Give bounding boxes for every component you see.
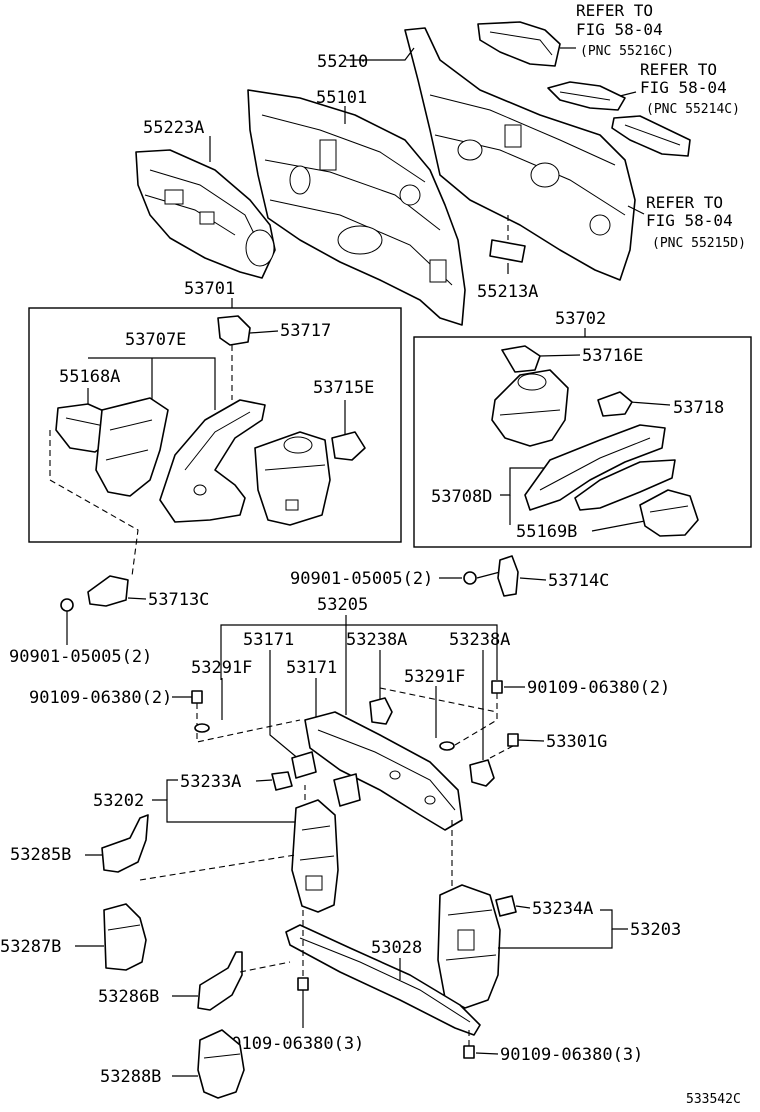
apron-front-53707e-left[interactable] xyxy=(95,397,169,497)
dash-panel-55101[interactable] xyxy=(247,89,466,326)
label-90109-06380-right: 90109-06380(2) xyxy=(527,678,670,698)
bracket-53716e[interactable] xyxy=(501,345,541,373)
apron-front-53708d-lower[interactable] xyxy=(574,459,676,511)
label-90109-06380-lower-left: 90109-06380(3) xyxy=(221,1034,364,1054)
dash-panel-insulator-55223a[interactable] xyxy=(135,149,276,279)
label-55223a: 55223A xyxy=(143,118,204,138)
label-55210: 55210 xyxy=(317,52,368,72)
suspension-tower-53702[interactable] xyxy=(491,369,569,447)
label-53291f-right: 53291F xyxy=(404,667,465,687)
label-53171-lower: 53171 xyxy=(286,658,337,678)
silencer-pad-55213a[interactable] xyxy=(489,239,526,263)
label-55168a: 55168A xyxy=(59,367,120,387)
bracket-53714c[interactable] xyxy=(497,555,519,597)
grommet-53291f-right[interactable] xyxy=(439,741,455,751)
label-53028: 53028 xyxy=(371,938,422,958)
svg-text:FIG 58-04: FIG 58-04 xyxy=(646,211,733,230)
label-53701: 53701 xyxy=(184,279,235,299)
label-53202: 53202 xyxy=(93,791,144,811)
label-53234a: 53234A xyxy=(532,899,593,919)
label-53708d: 53708D xyxy=(431,487,492,507)
ref-part-55216c[interactable] xyxy=(477,21,561,67)
assembly-box-53701 xyxy=(28,307,402,543)
suspension-tower-53715e-mount[interactable] xyxy=(331,431,366,461)
bracket-53238a-right[interactable] xyxy=(469,759,495,787)
svg-text:(PNC 55215D): (PNC 55215D) xyxy=(652,236,746,251)
apron-bracket-55169b[interactable] xyxy=(639,489,699,537)
seal-53286b[interactable] xyxy=(197,951,243,1011)
ref-part-55215d[interactable] xyxy=(611,115,691,157)
label-53233a: 53233A xyxy=(180,772,241,792)
clip-90901-left[interactable] xyxy=(60,598,74,612)
seal-53285b[interactable] xyxy=(101,814,149,873)
label-53714c: 53714C xyxy=(548,571,609,591)
svg-text:REFER TO: REFER TO xyxy=(640,60,717,79)
label-53205: 53205 xyxy=(317,595,368,615)
ref-note-55216c: REFER TO FIG 58-04 (PNC 55216C) xyxy=(576,1,674,59)
label-53716e: 53716E xyxy=(582,346,643,366)
bracket-53713c[interactable] xyxy=(87,575,129,607)
label-53238a-left: 53238A xyxy=(346,630,407,650)
label-55213a: 55213A xyxy=(477,282,538,302)
seal-53287b[interactable] xyxy=(103,903,147,971)
label-55101: 55101 xyxy=(316,88,367,108)
bracket-53718[interactable] xyxy=(597,391,633,417)
diagram-code: 533542C xyxy=(686,1092,741,1107)
bracket-53171-upper[interactable] xyxy=(291,751,317,779)
label-53715e: 53715E xyxy=(313,378,374,398)
label-53301g: 53301G xyxy=(546,732,607,752)
radiator-support-upper-53205[interactable] xyxy=(304,711,463,831)
apron-rail-53708d[interactable] xyxy=(524,424,666,511)
ref-part-55214c[interactable] xyxy=(547,81,626,111)
svg-text:FIG 58-04: FIG 58-04 xyxy=(576,20,663,39)
bolt-90109-lower-left[interactable] xyxy=(297,977,309,991)
label-53203: 53203 xyxy=(630,920,681,940)
label-53285b: 53285B xyxy=(10,845,71,865)
grommet-53291f-left[interactable] xyxy=(194,723,210,733)
label-53702: 53702 xyxy=(555,309,606,329)
bolt-90109-lower-right[interactable] xyxy=(463,1045,475,1059)
radiator-support-side-53203[interactable] xyxy=(437,884,501,1009)
apron-rail-53707e-right[interactable] xyxy=(159,399,266,523)
label-53718: 53718 xyxy=(673,398,724,418)
ref-note-55215d: REFER TO FIG 58-04 (PNC 55215D) xyxy=(646,193,746,251)
bracket-53238a-left[interactable] xyxy=(369,697,393,725)
label-53713c: 53713C xyxy=(148,590,209,610)
svg-text:(PNC 55216C): (PNC 55216C) xyxy=(580,44,674,59)
ref-note-55214c: REFER TO FIG 58-04 (PNC 55214C) xyxy=(640,60,740,117)
label-90109-06380-left: 90109-06380(2) xyxy=(29,688,172,708)
assembly-box-53702 xyxy=(413,336,752,548)
label-90901-05005-right: 90901-05005(2) xyxy=(290,569,433,589)
label-53291f-left: 53291F xyxy=(191,658,252,678)
dash-panel-insulator-55210[interactable] xyxy=(404,27,636,281)
svg-text:REFER TO: REFER TO xyxy=(646,193,723,212)
svg-text:(PNC 55214C): (PNC 55214C) xyxy=(646,102,740,117)
label-53171-upper: 53171 xyxy=(243,630,294,650)
bracket-53717[interactable] xyxy=(217,315,251,346)
label-53286b: 53286B xyxy=(98,987,159,1007)
svg-text:REFER TO: REFER TO xyxy=(576,1,653,20)
label-53238a-right: 53238A xyxy=(449,630,510,650)
nut-53301g[interactable] xyxy=(507,733,519,747)
bracket-53233a[interactable] xyxy=(271,771,293,791)
seal-53288b[interactable] xyxy=(197,1029,245,1099)
radiator-support-lower-53028[interactable] xyxy=(285,924,481,1036)
bolt-90109-right[interactable] xyxy=(491,680,503,694)
suspension-tower-53701[interactable] xyxy=(254,431,331,526)
clip-90901-right[interactable] xyxy=(463,571,477,585)
bolt-90109-left[interactable] xyxy=(191,690,203,704)
bracket-53234a[interactable] xyxy=(495,895,517,917)
label-90901-05005-left: 90901-05005(2) xyxy=(9,647,152,667)
label-55169b: 55169B xyxy=(516,522,577,542)
label-53288b: 53288B xyxy=(100,1067,161,1087)
label-90109-06380-lower-right: 90109-06380(3) xyxy=(500,1045,643,1065)
svg-text:FIG 58-04: FIG 58-04 xyxy=(640,78,727,97)
label-53717: 53717 xyxy=(280,321,331,341)
label-53707e: 53707E xyxy=(125,330,186,350)
radiator-support-side-53202[interactable] xyxy=(291,799,339,913)
label-53287b: 53287B xyxy=(0,937,61,957)
bracket-53171-lower[interactable] xyxy=(333,773,361,807)
